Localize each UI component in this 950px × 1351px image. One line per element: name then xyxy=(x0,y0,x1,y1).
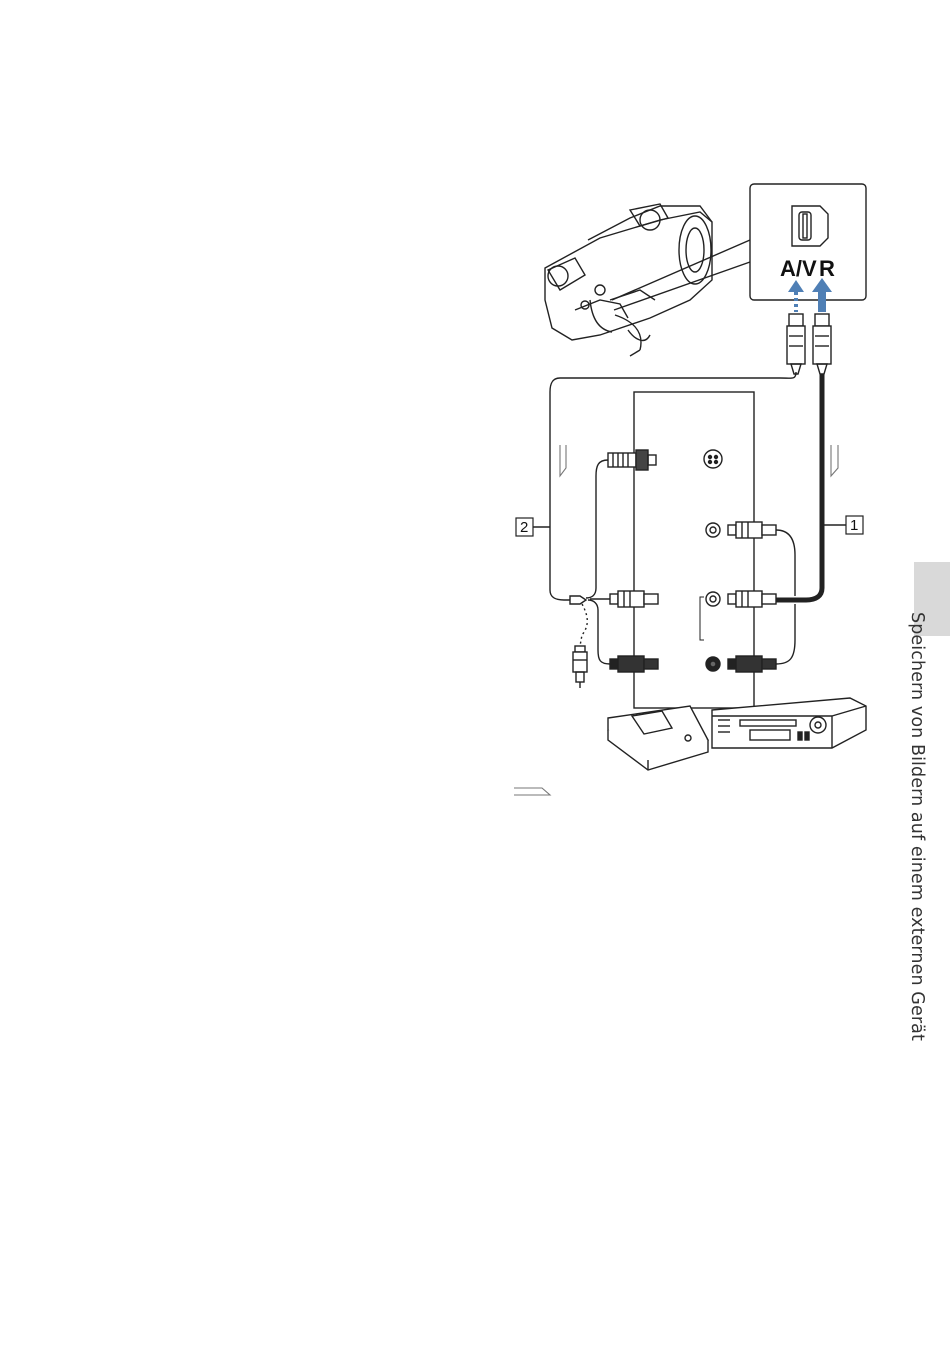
optional-video-plug xyxy=(573,646,587,688)
vcr-icon xyxy=(712,698,866,748)
r-port-label: R xyxy=(819,256,835,281)
av-port-label: A/V xyxy=(780,256,817,281)
dvd-writer-icon xyxy=(608,706,708,770)
r-cable-line xyxy=(770,374,822,600)
audio-right-plug-right xyxy=(728,604,795,672)
callout-1: 1 xyxy=(846,516,863,534)
r-cable-plug xyxy=(813,314,831,374)
cable-splitter xyxy=(570,596,586,604)
section-title-text: Speichern von Bildern auf einem externen… xyxy=(907,612,927,1041)
rca-jack-icon xyxy=(706,592,720,606)
s-video-plug xyxy=(586,450,656,598)
rca-jack-icon xyxy=(706,657,720,671)
camcorder-icon xyxy=(545,204,750,356)
av-cable-plug xyxy=(787,314,805,374)
s-video-jack-icon xyxy=(704,450,722,468)
section-title: Speichern von Bildern auf einem externen… xyxy=(907,612,937,1012)
av-cable-line xyxy=(550,372,796,600)
callout-2: 2 xyxy=(516,518,533,536)
callout-2-label: 2 xyxy=(520,519,528,536)
av-r-jack-inset xyxy=(750,184,866,300)
callout-1-label: 1 xyxy=(850,517,858,534)
rca-jack-icon xyxy=(706,523,720,537)
audio-left-plug-right xyxy=(728,591,776,607)
audio-left-plug-left xyxy=(590,591,658,607)
video-plug-right xyxy=(728,522,795,596)
audio-right-plug-left xyxy=(588,600,658,672)
